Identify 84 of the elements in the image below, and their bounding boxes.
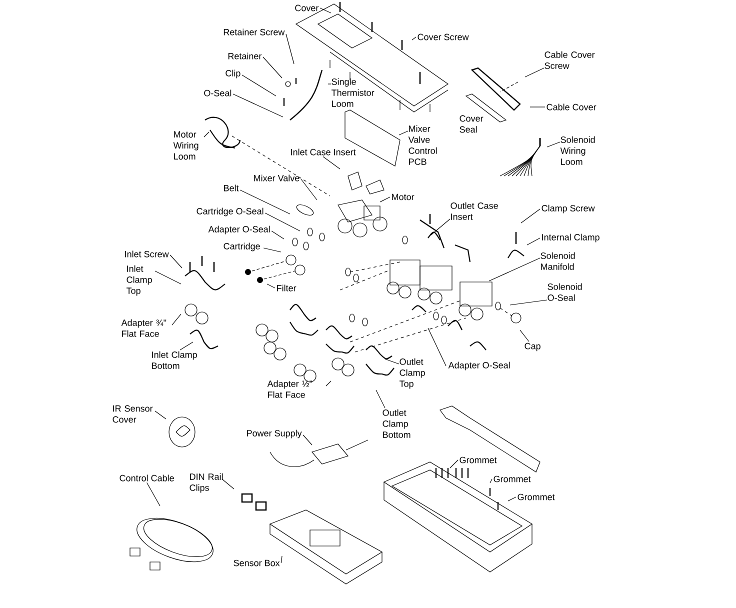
leader-line [430,218,450,236]
part-label: Cap [524,342,540,352]
part-label: Outlet Clamp Bottom [382,409,410,438]
leader-line [222,478,234,490]
part-label: Cartridge [224,242,260,252]
part-label: Cable Cover [546,104,596,110]
leader-line [530,106,546,108]
leader-line [384,358,400,364]
leader-line [510,300,548,306]
leader-line [262,56,282,78]
leader-line [302,434,312,446]
part-label: Grommet [494,476,531,482]
part-label: DIN Rail Clips [190,473,223,493]
part-label: Motor [392,194,414,200]
leader-line [271,230,284,240]
part-label: Clip [226,70,240,78]
leader-line [154,270,182,284]
leader-line [286,34,294,64]
part-label: Inlet Clamp Top [126,265,152,296]
leader-line [380,196,390,202]
leader-line [180,342,194,350]
part-label: Clamp Screw [542,204,595,214]
part-label: Grommet [460,456,497,464]
leader-line [428,328,446,366]
part-label: Mixer Valve Control PCB [408,125,437,165]
part-label: Cover [295,4,319,12]
leader-line [263,248,282,252]
leader-line [172,314,182,326]
part-label: Inlet Case Insert [291,148,356,156]
leader-line [490,478,492,484]
leader-line [524,68,544,78]
leader-line [508,496,516,502]
leader-line [232,94,284,118]
leader-line [264,212,300,232]
leader-line [488,258,540,282]
part-label: Internal Clamp [542,234,600,242]
part-label: Solenoid Manifold [540,252,575,270]
part-label: Filter [277,284,296,292]
part-label: Adapter ¾" Flat Face [121,319,166,337]
leader-line [204,132,210,138]
part-label: Retainer Screw [224,28,285,36]
leader-line [266,284,276,288]
part-label: Adapter ½" Flat Face [267,380,312,398]
part-label: Power Supply [247,430,302,438]
leader-line [520,208,540,224]
part-label: O-Seal [204,90,232,96]
leader-line [412,36,416,40]
part-label: Single Thermistor Loom [332,78,374,107]
part-label: Inlet Clamp Bottom [152,351,197,369]
part-label: Cover Screw [418,34,469,40]
part-label: Cartridge O-Seal [196,208,264,216]
part-label: Adapter O-Seal [208,226,270,234]
leader-line [398,130,408,136]
part-label: Control Cable [120,474,174,482]
leader-line [326,380,332,386]
part-label: Sensor Box [234,560,280,566]
part-label: Solenoid Wiring Loom [560,136,595,165]
leader-line [546,142,560,148]
part-label: Adapter O-Seal [448,362,510,370]
part-label: Cable Cover Screw [544,51,595,69]
leader-line [450,460,458,468]
leader-line [170,254,182,268]
part-label: IR Sensor Cover [112,405,153,423]
leader-line [146,482,160,506]
leader-line [320,8,332,14]
part-label: Outlet Clamp Top [400,358,425,389]
part-label: Outlet Case Insert [450,202,498,220]
part-label: Mixer Valve [254,174,300,182]
part-label: Solenoid O-Seal [548,283,582,301]
leader-line [242,74,276,96]
leader-line [322,156,340,170]
part-label: Belt [224,184,239,192]
leader-line [300,178,318,200]
part-label: Grommet [518,494,555,500]
leader-line [240,190,290,214]
part-label: Retainer [228,52,262,60]
part-label: Inlet Screw [125,250,169,258]
leader-line [280,556,282,564]
leader-line [376,390,386,408]
part-label: Cover Seal [460,115,484,133]
leader-line [154,410,166,420]
leader-line [520,330,530,342]
part-label: Motor Wiring Loom [173,131,198,160]
leader-line [526,238,540,246]
